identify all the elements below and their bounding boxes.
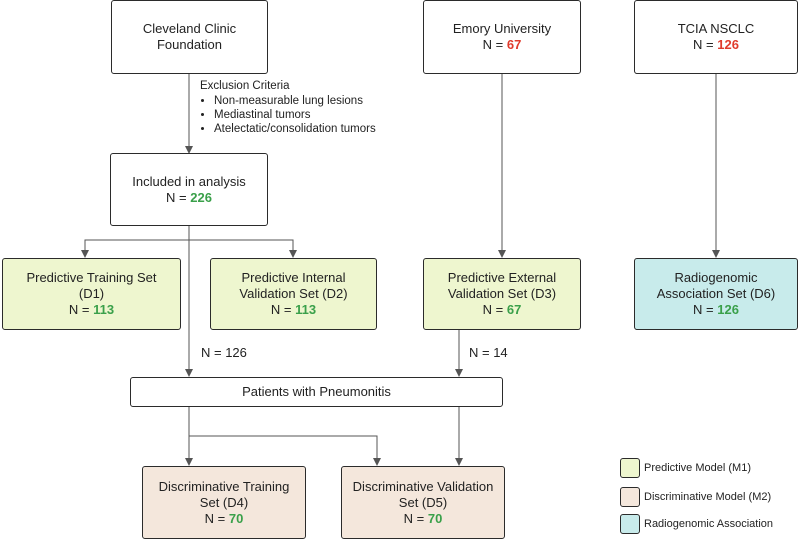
legend-swatch-predictive [620, 458, 640, 478]
node-d4-count: N = 70 [204, 510, 244, 526]
exclusion-criteria: Exclusion Criteria Non-measurable lung l… [200, 79, 376, 136]
edge-to-d1 [81, 239, 189, 258]
node-d3: Predictive External Validation Set (D3) … [423, 258, 581, 330]
node-emory-title: Emory University [452, 21, 552, 36]
legend-item-predictive: Predictive Model (M1) [620, 458, 751, 478]
node-tcia: TCIA NSCLC N = 126 [634, 0, 798, 74]
node-pneumonitis: Patients with Pneumonitis [130, 377, 503, 407]
node-d6: Radiogenomic Association Set (D6) N = 12… [634, 258, 798, 330]
edge-label-internal: N = 126 [201, 345, 247, 360]
node-d2-title: Predictive Internal Validation Set (D2) [239, 270, 348, 301]
edge-label-external: N = 14 [469, 345, 508, 360]
node-cleveland-clinic: Cleveland Clinic Foundation [111, 0, 268, 74]
legend-label: Predictive Model (M1) [644, 462, 751, 474]
exclusion-item: Non-measurable lung lesions [214, 94, 376, 108]
legend-label: Radiogenomic Association [644, 518, 774, 530]
node-emory: Emory University N = 67 [423, 0, 581, 74]
node-included-count: N = 226 [166, 189, 212, 205]
node-d5-count: N = 70 [403, 510, 443, 526]
edge-to-d2 [189, 239, 297, 258]
legend-item-discriminative: Discriminative Model (M2) [620, 487, 771, 507]
node-tcia-count: N = 126 [693, 37, 739, 52]
node-d2: Predictive Internal Validation Set (D2) … [210, 258, 377, 330]
exclusion-heading: Exclusion Criteria [200, 80, 290, 92]
node-included-title: Included in analysis [132, 173, 246, 189]
exclusion-item: Atelectatic/consolidation tumors [214, 122, 376, 136]
node-d3-count: N = 67 [482, 302, 522, 317]
node-tcia-title: TCIA NSCLC [677, 21, 755, 36]
node-d1-count: N = 113 [68, 302, 115, 317]
node-d4: Discriminative Training Set (D4) N = 70 [142, 466, 306, 539]
legend-label: Discriminative Model (M2) [644, 491, 772, 503]
node-d5: Discriminative Validation Set (D5) N = 7… [341, 466, 505, 539]
node-d1: Predictive Training Set (D1) N = 113 [2, 258, 181, 330]
node-d5-title: Discriminative Validation Set (D5) [352, 478, 494, 510]
legend-swatch-radiogenomic [620, 514, 640, 534]
exclusion-item: Mediastinal tumors [214, 108, 376, 122]
edge-pneumonitis-d5 [189, 435, 381, 466]
legend-item-radiogenomic: Radiogenomic Association [620, 514, 773, 534]
node-included: Included in analysis N = 226 [110, 153, 268, 226]
node-d6-title: Radiogenomic Association Set (D6) [656, 270, 776, 301]
node-d3-title: Predictive External Validation Set (D3) [447, 270, 557, 301]
node-d2-count: N = 113 [270, 302, 317, 317]
node-d1-title: Predictive Training Set (D1) [26, 270, 157, 301]
node-emory-count: N = 67 [482, 37, 522, 52]
legend-swatch-discriminative [620, 487, 640, 507]
node-d4-title: Discriminative Training Set (D4) [158, 478, 290, 510]
node-pneumonitis-title: Patients with Pneumonitis [242, 384, 391, 399]
node-d6-count: N = 126 [693, 302, 739, 317]
node-cleveland-title: Cleveland Clinic Foundation [142, 21, 237, 52]
